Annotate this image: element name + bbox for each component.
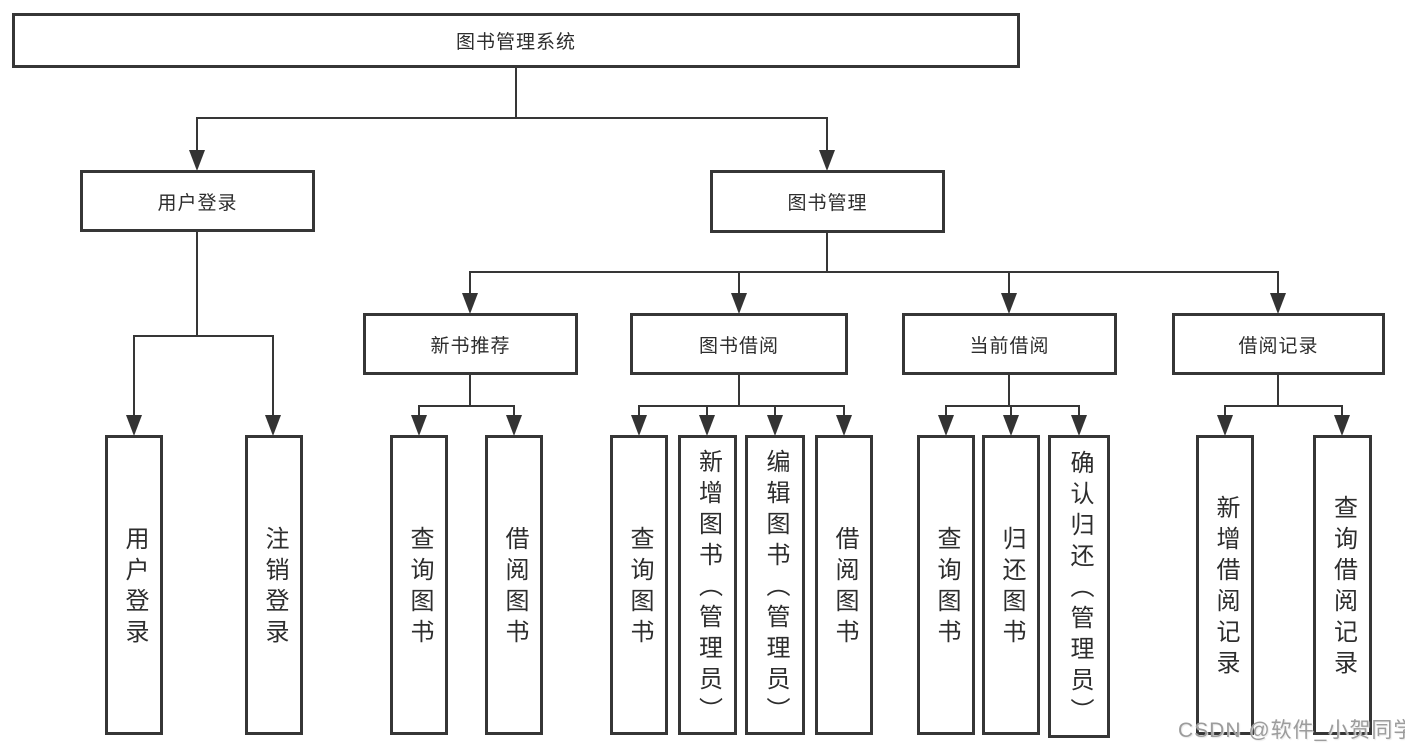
connector-line — [638, 406, 640, 418]
connector-line — [1277, 374, 1279, 406]
arrowhead-icon — [1270, 293, 1286, 314]
connector-line — [638, 405, 845, 407]
arrowhead-icon — [938, 415, 954, 436]
connector-line — [1010, 406, 1012, 418]
arrowhead-icon — [836, 415, 852, 436]
arrowhead-icon — [1001, 293, 1017, 314]
arrowhead-icon — [699, 415, 715, 436]
connector-line — [469, 271, 1279, 273]
node-leaf-logout: 注销登录 — [245, 435, 303, 735]
connector-line — [738, 272, 740, 296]
node-book-borrowing: 图书借阅 — [630, 313, 848, 375]
connector-line — [738, 374, 740, 406]
connector-line — [1008, 272, 1010, 296]
connector-line — [418, 406, 420, 418]
node-br-add-record: 新增借阅记录 — [1196, 435, 1254, 735]
arrowhead-icon — [631, 415, 647, 436]
arrowhead-icon — [1071, 415, 1087, 436]
connector-line — [513, 406, 515, 418]
node-book-management-system: 图书管理系统 — [12, 13, 1020, 68]
arrowhead-icon — [506, 415, 522, 436]
node-leaf-user-login: 用户登录 — [105, 435, 163, 735]
connector-line — [1224, 406, 1226, 418]
node-bb-query-books: 查询图书 — [610, 435, 668, 735]
arrowhead-icon — [731, 293, 747, 314]
connector-line — [945, 405, 1080, 407]
connector-line — [1008, 374, 1010, 406]
connector-line — [1277, 272, 1279, 296]
node-new-book-recommendation: 新书推荐 — [363, 313, 578, 375]
node-book-management: 图书管理 — [710, 170, 945, 233]
arrowhead-icon — [1334, 415, 1350, 436]
connector-line — [774, 406, 776, 418]
connector-line — [826, 118, 828, 153]
connector-line — [196, 231, 198, 336]
connector-line — [515, 66, 517, 118]
connector-line — [1224, 405, 1343, 407]
arrowhead-icon — [462, 293, 478, 314]
arrowhead-icon — [189, 150, 205, 171]
connector-line — [196, 117, 828, 119]
node-current-borrowing: 当前借阅 — [902, 313, 1117, 375]
arrowhead-icon — [265, 415, 281, 436]
node-cb-query-books: 查询图书 — [917, 435, 975, 735]
connector-line — [133, 335, 274, 337]
connector-line — [133, 336, 135, 418]
node-bb-add-books-admin: 新增图书（管理员） — [678, 435, 737, 735]
node-rec-query-books: 查询图书 — [390, 435, 448, 735]
connector-line — [196, 118, 198, 153]
node-rec-borrow-books: 借阅图书 — [485, 435, 543, 735]
arrowhead-icon — [767, 415, 783, 436]
connector-line — [826, 232, 828, 272]
arrowhead-icon — [126, 415, 142, 436]
connector-line — [418, 405, 515, 407]
node-bb-borrow-books: 借阅图书 — [815, 435, 873, 735]
connector-line — [469, 272, 471, 296]
node-bb-edit-books-admin: 编辑图书（管理员） — [745, 435, 805, 735]
connector-line — [706, 406, 708, 418]
node-cb-confirm-return-admin: 确认归还（管理员） — [1048, 435, 1110, 738]
connector-line — [1341, 406, 1343, 418]
connector-line — [469, 374, 471, 406]
connector-line — [945, 406, 947, 418]
node-br-query-record: 查询借阅记录 — [1313, 435, 1372, 735]
arrowhead-icon — [819, 150, 835, 171]
connector-line — [843, 406, 845, 418]
arrowhead-icon — [1217, 415, 1233, 436]
node-borrowing-records: 借阅记录 — [1172, 313, 1385, 375]
connector-line — [272, 336, 274, 418]
arrowhead-icon — [411, 415, 427, 436]
watermark: CSDN @软件_小贺同学 — [1178, 719, 1405, 742]
connector-line — [1078, 406, 1080, 418]
node-user-login: 用户登录 — [80, 170, 315, 232]
node-cb-return-books: 归还图书 — [982, 435, 1040, 735]
arrowhead-icon — [1003, 415, 1019, 436]
